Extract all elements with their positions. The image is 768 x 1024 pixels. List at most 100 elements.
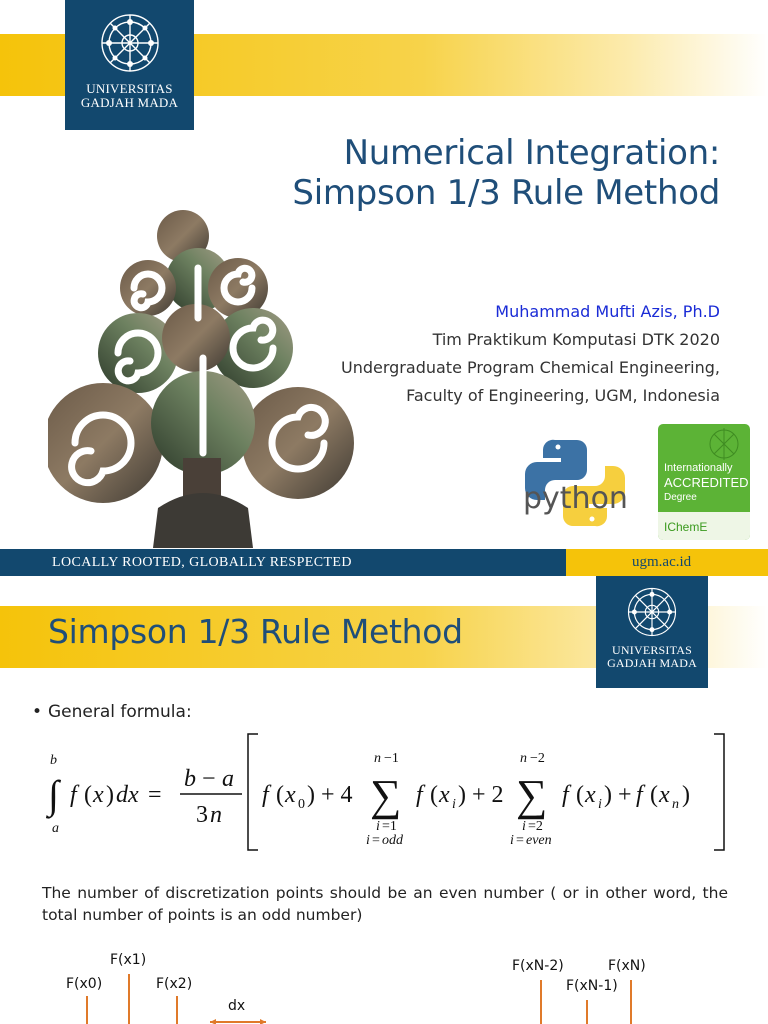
icheme-line2: ACCREDITED [664,475,749,490]
svg-text:3: 3 [196,802,208,828]
footer-yellow-section [566,549,768,576]
svg-text:i: i [598,797,602,812]
university-name-line1: UNIVERSITAS [612,643,692,657]
title-line2: Simpson 1/3 Rule Method [292,173,720,213]
dx-arrow [210,1019,266,1024]
title-slide: UNIVERSITAS GADJAH MADA Numerical Integr… [0,0,768,576]
svg-text:=: = [148,782,162,808]
svg-text:b: b [50,753,57,768]
svg-text:x: x [284,782,296,808]
svg-text:∑: ∑ [370,771,401,820]
author-name: Muhammad Mufti Azis, Ph.D [495,302,720,321]
ugm-logo: UNIVERSITAS GADJAH MADA [596,576,708,688]
svg-text:) + 2: ) + 2 [458,782,504,808]
svg-text:n: n [520,751,527,766]
svg-text:) + 4: ) + 4 [307,782,353,808]
university-name-line1: UNIVERSITAS [86,81,173,96]
university-name: UNIVERSITAS GADJAH MADA [81,82,178,110]
ugm-tree-illustration [48,210,354,548]
ordinate-x0 [86,996,88,1024]
ugm-seal-icon [100,14,159,72]
ugm-seal-icon [627,587,677,637]
svg-text:n: n [374,751,381,766]
footer-bar: LOCALLY ROOTED, GLOBALLY RESPECTED ugm.a… [0,549,768,576]
svg-text:i: i [366,833,370,848]
icheme-footer [658,512,750,540]
svg-text:0: 0 [298,797,305,812]
svg-text:b: b [184,766,196,792]
footer-tagline: LOCALLY ROOTED, GLOBALLY RESPECTED [52,555,352,570]
label-dx: dx [228,998,246,1014]
icheme-accreditation-badge: Internationally ACCREDITED Degree IChemE [658,424,750,540]
university-name: UNIVERSITAS GADJAH MADA [607,644,697,670]
svg-text:i: i [452,797,456,812]
python-logo-icon: python [523,439,628,527]
svg-text:) +: ) + [604,782,632,808]
svg-text:(: ( [276,782,284,808]
bullet-dot: • [32,702,43,722]
icheme-line1: Internationally [664,462,733,474]
ugm-logo: UNIVERSITAS GADJAH MADA [65,0,194,130]
ordinate-xn-2 [540,980,542,1024]
author-block: Muhammad Mufti Azis, Ph.D Tim Praktikum … [341,298,720,410]
svg-text:i: i [376,819,380,834]
svg-text:∑: ∑ [516,771,547,820]
svg-text:f: f [70,782,80,808]
ordinate-xn [630,980,632,1024]
ordinate-x1 [128,974,130,1024]
svg-text:x: x [658,782,670,808]
presentation-title: Numerical Integration: Simpson 1/3 Rule … [292,133,720,213]
svg-text:=: = [516,833,524,848]
svg-text:(: ( [430,782,438,808]
slide-title: Simpson 1/3 Rule Method [48,612,463,651]
svg-text:(: ( [84,782,92,808]
university-name-line2: GADJAH MADA [80,95,179,110]
svg-text:f: f [562,782,572,808]
svg-text:x: x [584,782,596,808]
label-fx0: F(x0) [66,976,103,992]
simpson-formula: b ∫ a f ( x ) dx = b − a 3 n f ( x 0 ) +… [45,733,725,851]
svg-text:f: f [262,782,272,808]
svg-text:): ) [682,782,690,808]
label-fxn: F(xN) [608,958,646,974]
svg-text:a: a [222,766,234,792]
svg-text:odd: odd [382,833,404,848]
university-name-line2: GADJAH MADA [607,656,697,670]
python-wordmark: python [523,481,628,516]
svg-text:f: f [636,782,646,808]
label-fxn-1: F(xN-1) [566,978,618,994]
svg-text:−: − [202,766,216,792]
svg-text:even: even [526,833,552,848]
footer-website: ugm.ac.id [632,554,692,570]
bullet-text: General formula: [48,702,192,722]
svg-text:x: x [92,782,104,808]
svg-text:−1: −1 [384,751,399,766]
title-line1: Numerical Integration: [343,133,721,173]
author-faculty: Faculty of Engineering, UGM, Indonesia [406,386,720,405]
icheme-crest-icon [709,428,739,460]
icheme-name: IChemE [664,520,708,534]
svg-text:(: ( [650,782,658,808]
svg-text:n: n [672,797,679,812]
svg-text:=: = [372,833,380,848]
svg-text:n: n [210,802,222,828]
discretization-diagram: F(x1) F(x0) F(x2) dx F(xN-2) F(xN) F(xN-… [0,576,768,1024]
ordinate-xn-1 [586,1000,588,1024]
svg-text:i: i [510,833,514,848]
ordinate-x2 [176,996,178,1024]
svg-text:=2: =2 [528,819,543,834]
svg-text:i: i [522,819,526,834]
content-slide: UNIVERSITAS GADJAH MADA Simpson 1/3 Rule… [0,576,768,1024]
label-fx2: F(x2) [156,976,193,992]
discretization-note: The number of discretization points shou… [42,884,728,924]
svg-text:): ) [106,782,114,808]
label-fx1: F(x1) [110,952,147,968]
icheme-line3: Degree [664,492,697,503]
footer-navy-section [0,549,566,576]
svg-text:=1: =1 [382,819,397,834]
bullet-general-formula: •General formula: [32,702,192,722]
svg-text:−2: −2 [530,751,545,766]
label-fxn-2: F(xN-2) [512,958,564,974]
author-program: Undergraduate Program Chemical Engineeri… [341,358,720,377]
svg-text:a: a [52,821,59,836]
